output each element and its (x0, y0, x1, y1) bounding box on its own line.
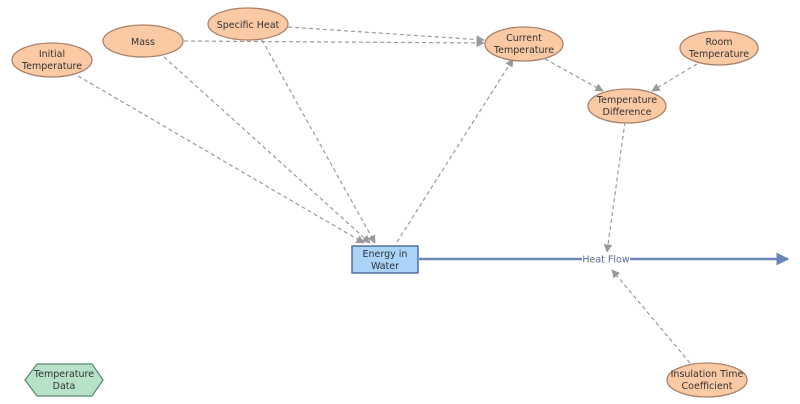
node-energy-in-water[interactable]: Energy in Water (351, 245, 419, 274)
node-mass[interactable]: Mass (102, 24, 184, 58)
link-mass-to-current-temperature[interactable] (183, 38, 485, 48)
link-room-temperature-to-temperature-difference[interactable] (651, 63, 698, 92)
room-temperature-label-line2: Temperature (688, 49, 749, 60)
insulation-time-coefficient-label-line1: Insulation Time (671, 369, 744, 380)
initial-temperature-label-line2: Temperature (21, 61, 82, 72)
heat-flow[interactable]: Heat Flow (419, 252, 790, 266)
link-insulation-to-heat-flow[interactable] (611, 269, 691, 364)
specific-heat-label: Specific Heat (217, 20, 280, 31)
link-initial-temperature-to-energy[interactable] (77, 75, 365, 244)
node-specific-heat[interactable]: Specific Heat (207, 7, 289, 41)
temperature-data-label-line1: Temperature (33, 369, 94, 380)
link-temperature-difference-to-heat-flow[interactable] (603, 121, 626, 253)
initial-temperature-label-line1: Initial (39, 49, 65, 60)
room-temperature-label-line1: Room (705, 37, 732, 48)
current-temperature-label-line2: Temperature (493, 45, 554, 56)
links (77, 26, 698, 364)
insulation-time-coefficient-label-line2: Coefficient (682, 381, 733, 392)
energy-in-water-label-line2: Water (371, 261, 399, 272)
node-temperature-difference[interactable]: Temperature Difference (587, 88, 667, 124)
node-room-temperature[interactable]: Room Temperature (679, 30, 759, 66)
node-insulation-time-coefficient[interactable]: Insulation Time Coefficient (666, 362, 748, 398)
node-temperature-data[interactable]: Temperature Data (24, 363, 104, 397)
heat-flow-label-bg (582, 252, 630, 265)
energy-in-water-label-line1: Energy in (363, 249, 408, 260)
temperature-data-label-line2: Data (53, 381, 76, 392)
mass-label: Mass (131, 37, 155, 48)
link-mass-to-energy[interactable] (163, 56, 371, 244)
temperature-difference-label-line1: Temperature (596, 95, 657, 106)
node-initial-temperature[interactable]: Initial Temperature (11, 42, 93, 78)
current-temperature-label-line1: Current (506, 33, 542, 44)
link-current-temperature-to-temperature-difference[interactable] (544, 58, 604, 92)
link-energy-to-current-temperature[interactable] (396, 58, 514, 243)
link-specific-heat-to-energy[interactable] (261, 39, 376, 244)
link-specific-heat-to-current-temperature[interactable] (287, 26, 485, 44)
temperature-difference-label-line2: Difference (603, 107, 652, 118)
heat-flow-label: Heat Flow (582, 255, 629, 266)
node-current-temperature[interactable]: Current Temperature (484, 26, 564, 62)
